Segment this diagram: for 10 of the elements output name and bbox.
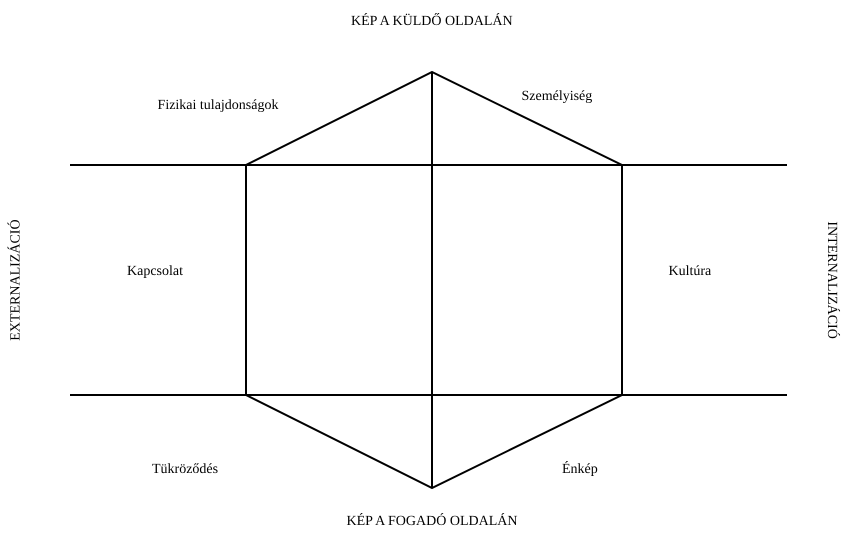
facet-label: Kapcsolat: [127, 263, 183, 281]
facet-label: Kultúra: [668, 263, 712, 281]
side-label: EXTERNALIZÁCIÓ: [7, 219, 24, 341]
facet-label: Fizikai tulajdonságok: [156, 97, 280, 115]
top-heading: KÉP A KÜLDŐ OLDALÁN: [351, 13, 513, 31]
facet-label: Énkép: [562, 461, 598, 479]
bottom-heading: KÉP A FOGADÓ OLDALÁN: [346, 513, 518, 531]
facet-label: Tükröződés: [152, 461, 218, 479]
side-label: INTERNALIZÁCIÓ: [822, 221, 840, 339]
facet-label: Személyiség: [522, 88, 592, 106]
